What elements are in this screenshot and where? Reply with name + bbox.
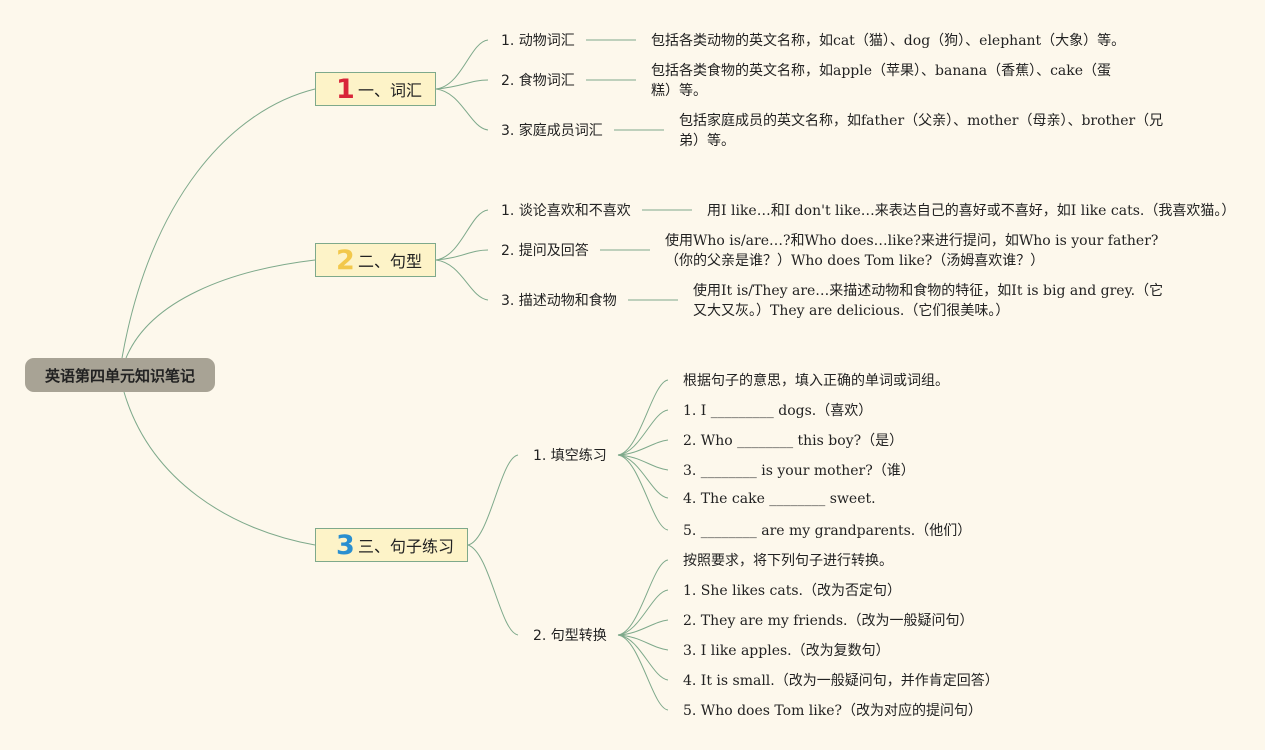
exercise-line: 5. Who does Tom like?（改为对应的提问句） (683, 703, 983, 719)
subtopic-desc: 使用Who is/are…?和Who does…like?来进行提问，如Who … (665, 233, 1159, 269)
subtopic-desc: 包括家庭成员的英文名称，如father（父亲）、mother（母亲）、broth… (679, 113, 1164, 149)
number-badge-3: 3 (336, 529, 355, 561)
category-sentence-practice[interactable]: 3 三、句子练习 (315, 528, 468, 562)
exercise-line: 2. They are my friends.（改为一般疑问句） (683, 613, 974, 629)
subtopic-desc: 包括各类动物的英文名称，如cat（猫）、dog（狗）、elephant（大象）等… (651, 33, 1126, 49)
category-title: 一、词汇 (358, 81, 423, 100)
number-badge-2: 2 (336, 244, 355, 276)
subtopic-likes-dislikes[interactable]: 1. 谈论喜欢和不喜欢 (501, 203, 631, 219)
exercise-line: 5. ________ are my grandparents.（他们） (683, 523, 972, 539)
subtopic-family-vocab[interactable]: 3. 家庭成员词汇 (501, 123, 603, 139)
exercise-line: 1. She likes cats.（改为否定句） (683, 583, 901, 599)
subtopic-animal-vocab[interactable]: 1. 动物词汇 (501, 33, 575, 49)
group-sentence-conversion[interactable]: 2. 句型转换 (533, 628, 607, 644)
subtopic-questions-answers[interactable]: 2. 提问及回答 (501, 243, 589, 259)
category-sentence-patterns[interactable]: 2 二、句型 (315, 243, 436, 277)
exercise-line: 2. Who ________ this boy?（是） (683, 433, 904, 449)
category-title: 三、句子练习 (358, 537, 455, 556)
exercise-line: 根据句子的意思，填入正确的单词或词组。 (683, 373, 949, 389)
exercise-line: 4. It is small.（改为一般疑问句，并作肯定回答） (683, 673, 999, 689)
root-topic[interactable]: 英语第四单元知识笔记 (25, 358, 215, 392)
number-badge-1: 1 (336, 73, 355, 105)
subtopic-desc: 包括各类食物的英文名称，如apple（苹果）、banana（香蕉）、cake（蛋… (651, 63, 1112, 99)
exercise-line: 1. I _________ dogs.（喜欢） (683, 403, 873, 419)
group-fill-in-blank[interactable]: 1. 填空练习 (533, 448, 607, 464)
exercise-line: 3. I like apples.（改为复数句） (683, 643, 890, 659)
exercise-line: 按照要求，将下列句子进行转换。 (683, 553, 893, 569)
category-title: 二、句型 (358, 252, 423, 271)
subtopic-desc: 使用It is/They are…来描述动物和食物的特征，如It is big … (693, 283, 1164, 319)
subtopic-food-vocab[interactable]: 2. 食物词汇 (501, 73, 575, 89)
category-vocabulary[interactable]: 1 一、词汇 (315, 72, 436, 106)
root-title: 英语第四单元知识笔记 (44, 366, 195, 385)
exercise-line: 4. The cake ________ sweet. (683, 491, 876, 507)
subtopic-describe[interactable]: 3. 描述动物和食物 (501, 293, 617, 309)
exercise-line: 3. ________ is your mother?（谁） (683, 463, 915, 479)
subtopic-desc: 用I like…和I don't like…来表达自己的喜好或不喜好，如I li… (707, 203, 1236, 219)
